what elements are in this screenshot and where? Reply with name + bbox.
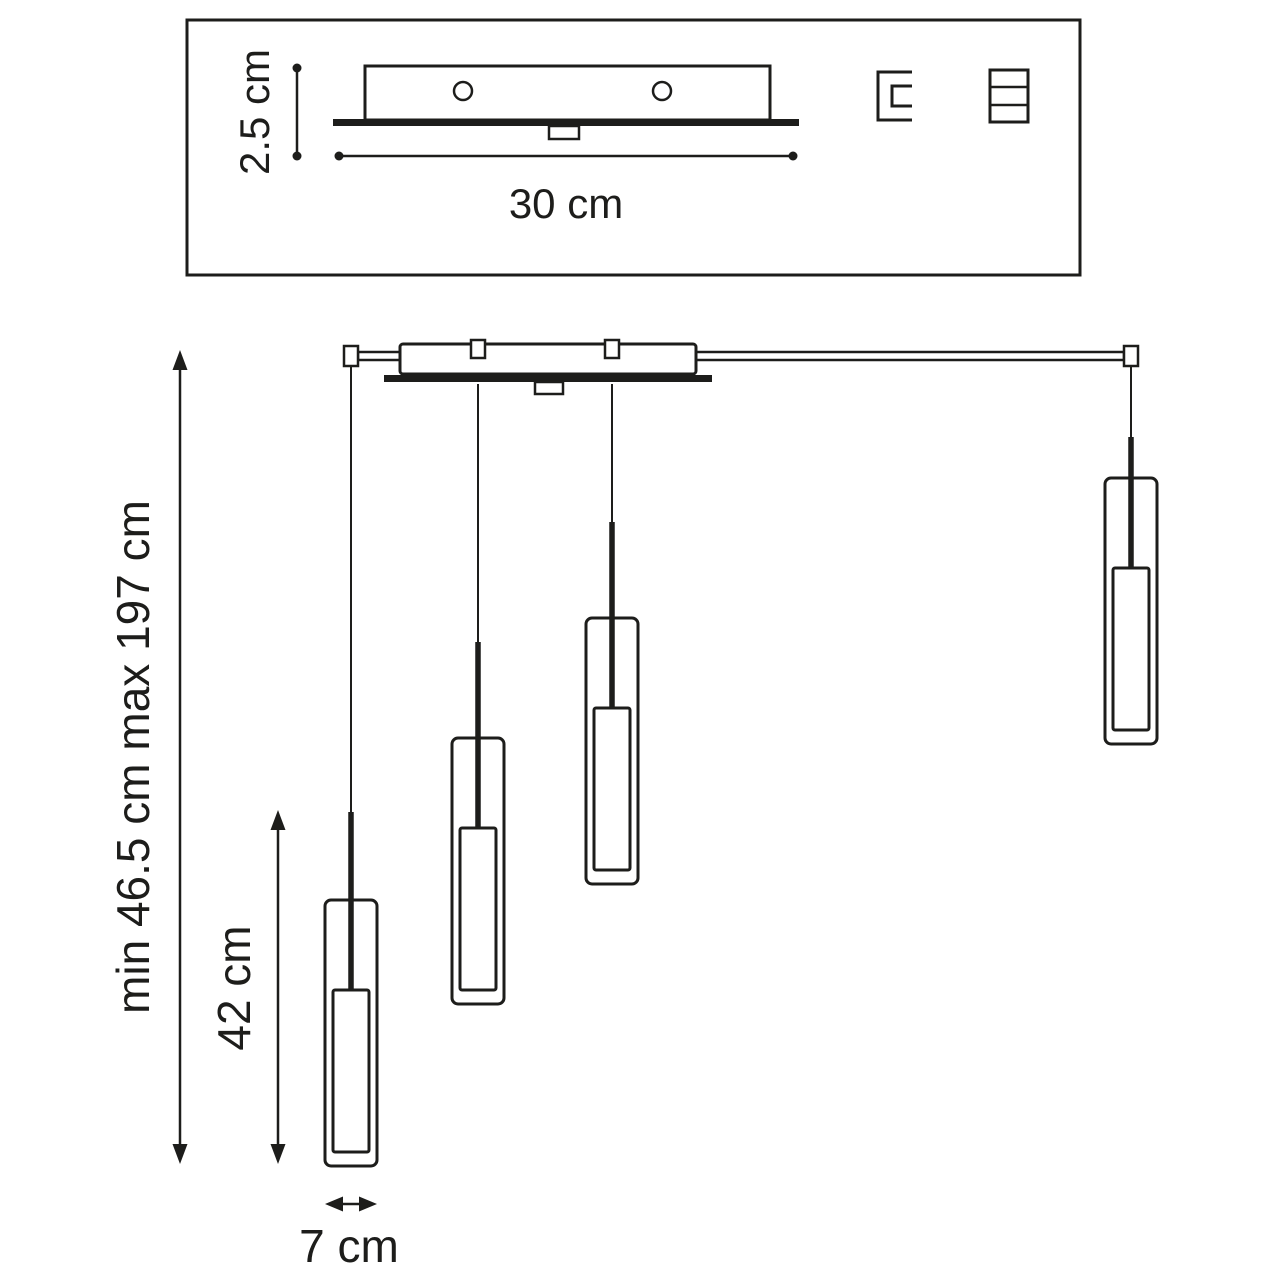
main-view: min 46.5 cm max 197 cm 42 cm 7 cm [107, 338, 1159, 1272]
pendant-2 [450, 384, 506, 1006]
right-arm-rod [694, 350, 1126, 362]
canopy-bar [398, 342, 698, 376]
pendant-4 [1103, 366, 1159, 746]
canopy-base-plate [384, 375, 712, 382]
light-element [592, 706, 632, 872]
pendant-drop-dimension: 42 cm [208, 810, 286, 1164]
hanger-fitting [603, 338, 621, 360]
screw-hole-icon [651, 80, 673, 102]
pendant-width-dimension: 7 cm [299, 1196, 399, 1272]
mount-bracket-icon [876, 70, 912, 122]
arrowhead-up [270, 810, 286, 830]
canopy-side-view [333, 64, 799, 141]
arrowhead-left [325, 1196, 343, 1212]
top-panel: 2.5 cm 30 cm [185, 18, 1082, 277]
canopy-width-dimension: 30 cm [334, 151, 798, 227]
left-arm-rod [356, 350, 402, 362]
dimension-endpoint [334, 151, 344, 161]
canopy-notch [533, 380, 565, 396]
canopy-base-plate [333, 119, 799, 126]
pendant-1 [323, 366, 379, 1168]
light-element [458, 826, 498, 992]
hanger-fitting [1122, 344, 1140, 368]
arrowhead-right [359, 1196, 377, 1212]
overall-height-dimension: min 46.5 cm max 197 cm [107, 350, 188, 1164]
light-element [1111, 566, 1151, 732]
pendant-drop-label: 42 cm [208, 925, 260, 1050]
arrowhead-down [172, 1144, 188, 1164]
bracket-inner [890, 84, 912, 108]
dimension-endpoint [788, 151, 798, 161]
hanger-fitting [342, 344, 360, 368]
arrowhead-down [270, 1144, 286, 1164]
terminal-block-icon [988, 68, 1030, 124]
canopy-notch [547, 124, 581, 141]
dimension-endpoint [292, 63, 302, 73]
canopy-front-view [342, 338, 1140, 396]
canopy-body [363, 64, 772, 122]
overall-height-label: min 46.5 cm max 197 cm [107, 500, 159, 1014]
top-panel-frame [185, 18, 1082, 277]
hanger-fitting [469, 338, 487, 360]
light-element [331, 988, 371, 1154]
pendant-3 [584, 384, 640, 886]
arrowhead-up [172, 350, 188, 370]
bracket-outer [876, 70, 912, 122]
canopy-width-label: 30 cm [509, 180, 623, 227]
dimension-endpoint [292, 151, 302, 161]
canopy-height-label: 2.5 cm [231, 49, 278, 175]
screw-hole-icon [452, 80, 474, 102]
canopy-height-dimension: 2.5 cm [231, 49, 302, 175]
pendant-width-label: 7 cm [299, 1220, 399, 1272]
terminal-outline [988, 68, 1030, 124]
